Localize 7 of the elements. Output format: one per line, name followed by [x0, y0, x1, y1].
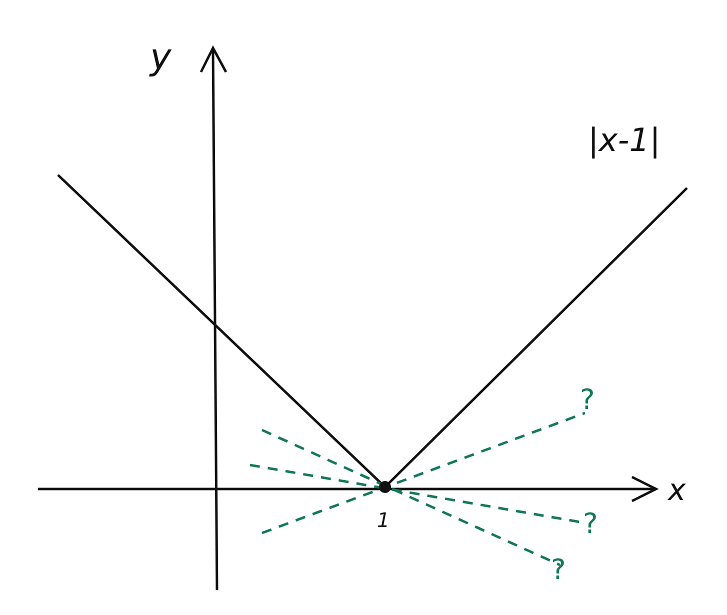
question-mark: ?	[580, 386, 595, 414]
function-label: |x-1|	[588, 124, 660, 156]
axis-label: x	[668, 476, 686, 506]
tick-label: 1	[377, 510, 390, 530]
question-mark: ?	[551, 556, 566, 584]
question-mark: ?	[583, 510, 598, 538]
axis-label: y	[150, 40, 172, 76]
